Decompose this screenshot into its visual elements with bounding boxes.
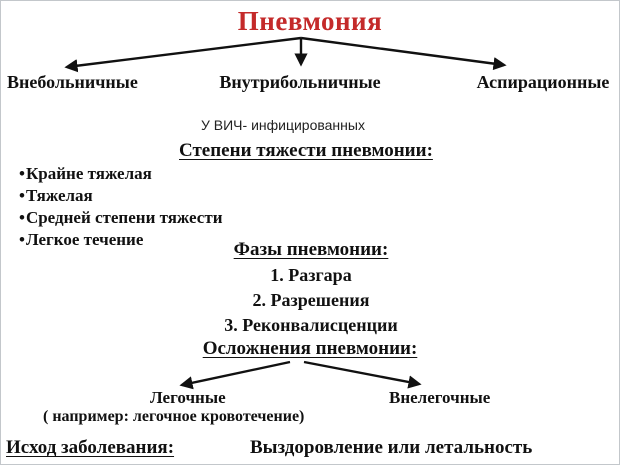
outcome-value: Выздоровление или летальность: [250, 437, 533, 458]
diagram-title: Пневмония: [237, 6, 383, 36]
top-fan-arrows: [64, 36, 507, 73]
severity-heading: Степени тяжести пневмонии:: [179, 140, 433, 161]
phase-item: 2. Разрешения: [252, 290, 370, 310]
branch-aspiration: Аспирационные: [476, 72, 610, 92]
severity-item: Тяжелая: [19, 185, 222, 207]
phase-item: 3. Реконвалисценции: [224, 315, 398, 335]
phases-list: 1. Разгара 2. Разрешения 3. Реконвалисце…: [179, 263, 443, 338]
phases-block: Фазы пневмонии: 1. Разгара 2. Разрешения…: [179, 239, 443, 338]
complication-pulmonary: Легочные: [150, 388, 226, 407]
complications-heading-row: Осложнения пневмонии:: [1, 338, 619, 360]
severity-item: Крайне тяжелая: [19, 163, 222, 185]
complication-extrapulmonary: Внелегочные: [389, 388, 491, 407]
complications-heading: Осложнения пневмонии:: [202, 338, 418, 359]
hiv-infected-note: У ВИЧ- инфицированных: [201, 117, 365, 133]
phase-item: 1. Разгара: [270, 265, 352, 285]
phases-heading: Фазы пневмонии:: [233, 239, 389, 260]
complications-fan-arrows: [179, 360, 422, 390]
severity-item: Легкое течение: [19, 229, 222, 251]
branch-hospital-acquired: Внутрибольничные: [219, 72, 381, 92]
complication-example: ( например: легочное кровотечение): [43, 408, 305, 425]
branch-community-acquired: Внебольничные: [7, 72, 138, 92]
severity-list: Крайне тяжелая Тяжелая Средней степени т…: [19, 163, 223, 251]
outcome-heading: Исход заболевания:: [6, 437, 175, 458]
severity-item: Средней степени тяжести: [19, 207, 223, 229]
